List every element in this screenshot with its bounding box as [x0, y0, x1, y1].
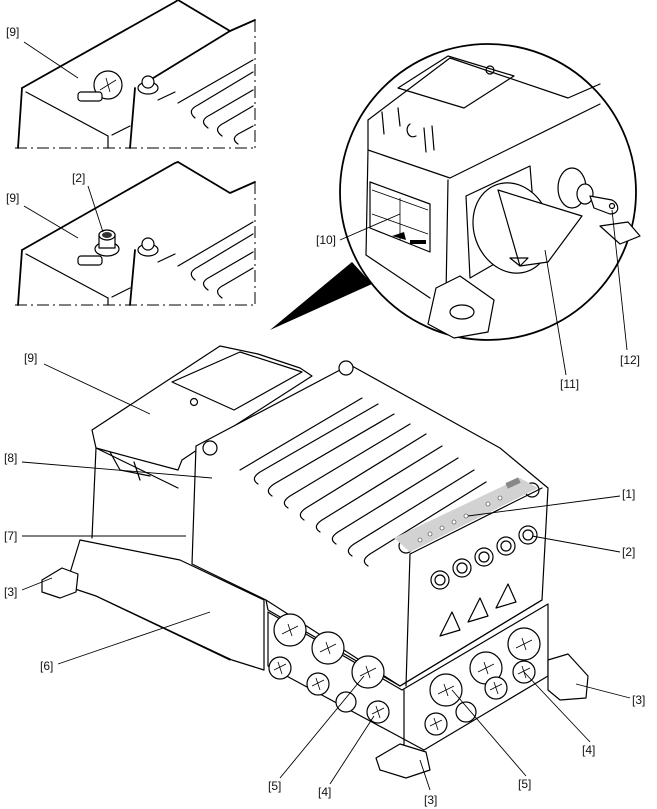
callout-9-main: [9] — [24, 351, 37, 365]
front-foot-icon — [375, 743, 431, 779]
main-unit — [41, 345, 589, 779]
main-callouts: [9] [8] [7] [3] [6] [1] [2] [3] [4] [5] … — [4, 351, 645, 807]
inset-cover-variant-plug: [9] — [6, 0, 256, 149]
inset-cover-variant-connector: [9] [2] — [6, 161, 256, 306]
right-foot-icon — [547, 653, 589, 701]
label-plate-icon — [77, 91, 103, 102]
warning-triangle-icon — [439, 583, 517, 637]
bolt-head-icon — [137, 75, 159, 95]
callout-10: [10] — [316, 233, 336, 247]
cooling-fins — [239, 397, 487, 567]
key-lock-icon — [557, 167, 619, 215]
callout-2-main: [2] — [622, 545, 635, 559]
callout-3-left: [3] — [4, 585, 17, 599]
callout-4-left: [4] — [318, 785, 331, 799]
cover-ribs — [190, 71, 254, 145]
callout-12: [12] — [620, 353, 640, 367]
callout-11: [11] — [560, 377, 579, 391]
callout-4-right: [4] — [582, 743, 595, 757]
magnifier-pointer — [270, 262, 372, 330]
callout-9-second: [9] — [6, 191, 19, 205]
callout-2-second: [2] — [72, 171, 85, 185]
nameplate-icon — [369, 181, 431, 253]
callout-6: [6] — [40, 659, 53, 673]
callout-8: [8] — [4, 451, 17, 465]
detail-magnifier: [10] [11] [12] — [270, 43, 641, 391]
label-plate-icon — [77, 255, 103, 266]
disconnect-switch-icon — [465, 165, 583, 279]
callout-5-left: [5] — [268, 779, 281, 793]
bolt-head-icon — [137, 237, 159, 257]
mounting-foot-icon — [427, 221, 641, 339]
cover-ribs — [190, 233, 254, 299]
callout-5-right: [5] — [518, 777, 531, 791]
led-status-panel — [394, 477, 538, 552]
callout-7: [7] — [4, 529, 17, 543]
m12-connector-icon — [430, 525, 538, 590]
callout-1: [1] — [622, 487, 635, 501]
m12-connector-icon — [94, 229, 120, 257]
callout-3-bottom: [3] — [424, 793, 437, 807]
callout-9-top: [9] — [6, 25, 19, 39]
left-foot-icon — [41, 567, 79, 599]
callout-3-right: [3] — [632, 693, 645, 707]
cable-gland-icon — [268, 613, 390, 724]
